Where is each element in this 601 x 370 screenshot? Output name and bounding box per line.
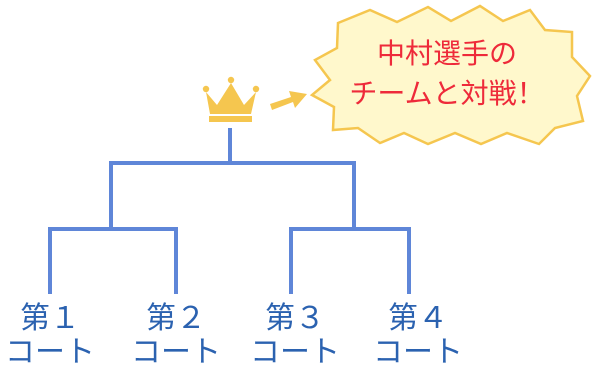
court-2-number: 第２ <box>146 301 206 336</box>
callout-text: 中村選手の チームと対戦！ <box>312 34 582 114</box>
court-4-text: コート <box>373 335 463 370</box>
court-1-label: 第１ コート <box>0 302 105 370</box>
court-3-number: 第３ <box>265 301 325 336</box>
court-4-number: 第４ <box>388 301 448 336</box>
callout-line-2: チームと対戦！ <box>349 77 545 110</box>
court-2-text: コート <box>131 335 221 370</box>
callout-burst <box>309 4 592 146</box>
arrow-right-icon <box>270 91 307 110</box>
bracket-lines <box>48 128 411 294</box>
crown-icon <box>202 76 260 122</box>
callout-line-1: 中村選手の <box>376 37 517 70</box>
court-3-text: コート <box>250 335 340 370</box>
court-4-label: 第４ コート <box>363 302 473 370</box>
court-3-label: 第３ コート <box>240 302 350 370</box>
court-1-number: 第１ <box>20 301 80 336</box>
court-1-text: コート <box>5 335 95 370</box>
court-2-label: 第２ コート <box>121 302 231 370</box>
